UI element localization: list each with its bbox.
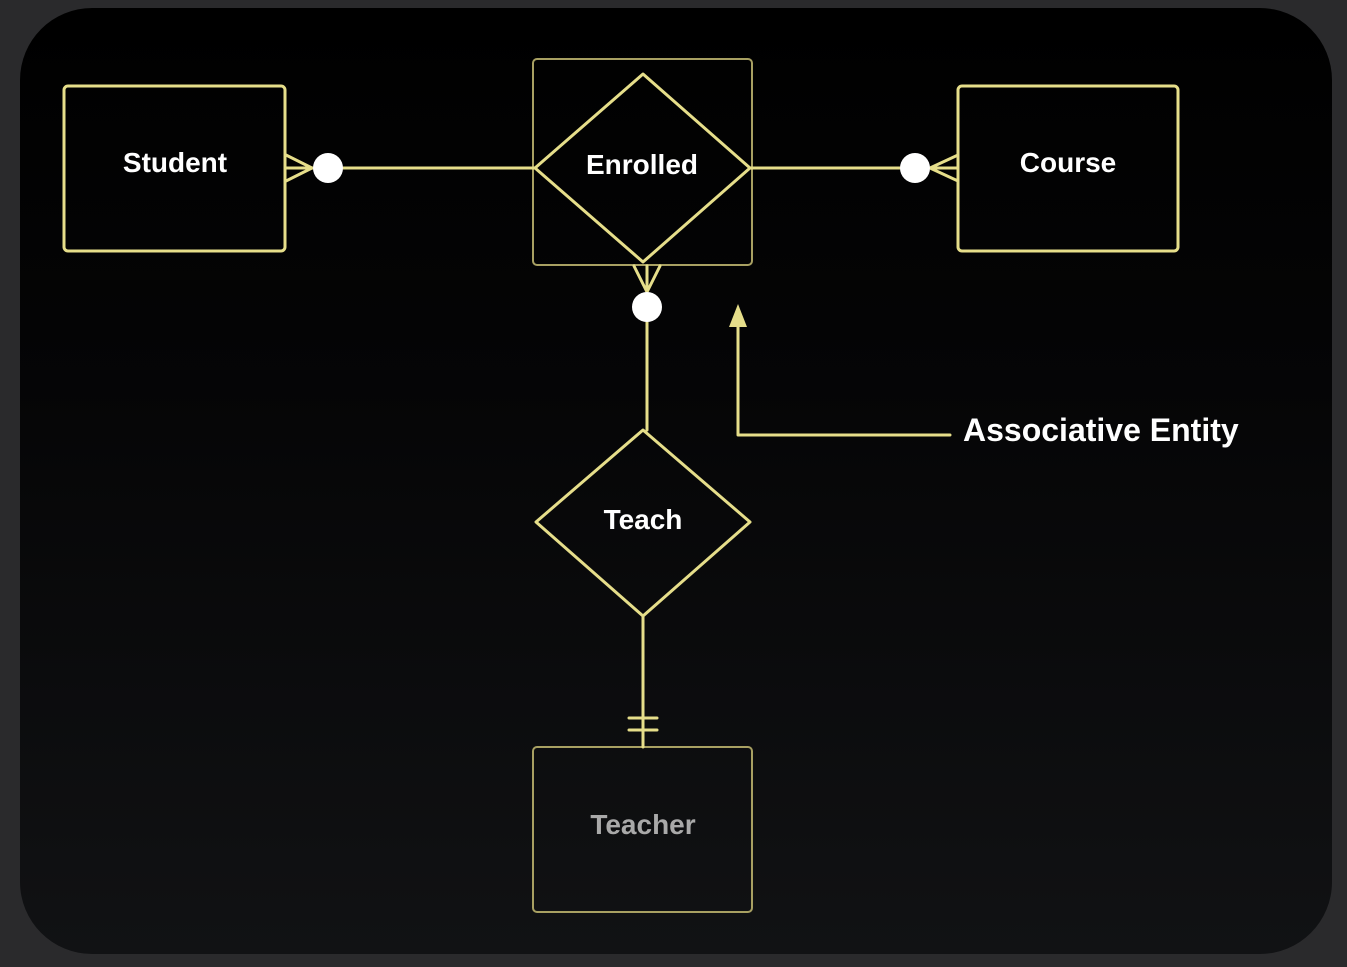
annotation-arrow-head — [729, 304, 747, 327]
course-optional-dot — [900, 153, 930, 183]
teach-label: Teach — [604, 504, 683, 535]
teacher-one-mark — [627, 716, 659, 732]
teacher-label: Teacher — [590, 809, 695, 840]
student-optional-dot — [313, 153, 343, 183]
enrolled-associative-box[interactable] — [532, 58, 753, 266]
course-crowsfoot — [928, 153, 960, 183]
enrolled-optional-dot — [632, 292, 662, 322]
enrolled-diamond[interactable] — [533, 72, 752, 264]
student-crowsfoot — [284, 153, 314, 183]
enrolled-crowsfoot — [632, 264, 662, 294]
diagram-canvas — [20, 8, 1332, 954]
student-label: Student — [123, 147, 227, 178]
course-label: Course — [1020, 147, 1116, 178]
annotation-arrow-line — [736, 318, 952, 437]
enrolled-label: Enrolled — [586, 149, 698, 180]
associative-entity-label: Associative Entity — [963, 412, 1239, 448]
